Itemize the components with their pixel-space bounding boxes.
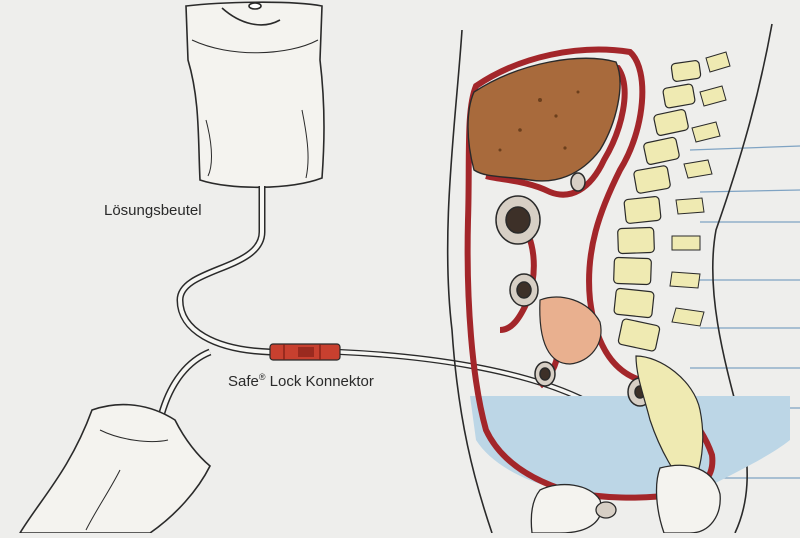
pelvic-organs (530, 464, 721, 534)
connector-label: Safe® Lock Konnektor (228, 372, 374, 390)
tubing (156, 186, 300, 421)
spinal-processes (669, 51, 731, 327)
leader-line (689, 145, 800, 151)
registered-mark: ® (258, 372, 266, 382)
liver (467, 57, 621, 182)
leader-line (699, 189, 800, 193)
spine (613, 60, 704, 491)
solution-bag (185, 1, 325, 189)
liver-texture (498, 90, 580, 152)
solution-bag-label: Lösungsbeutel (104, 202, 202, 219)
abdomen (446, 23, 773, 534)
safe-lock-connector (269, 343, 341, 361)
dialysate-fluid (470, 396, 790, 498)
bladder (539, 296, 602, 365)
connector-label-rest: Lock Konnektor (265, 373, 374, 390)
connector-label-brand: Safe (228, 373, 259, 390)
drain-bag (18, 403, 211, 534)
